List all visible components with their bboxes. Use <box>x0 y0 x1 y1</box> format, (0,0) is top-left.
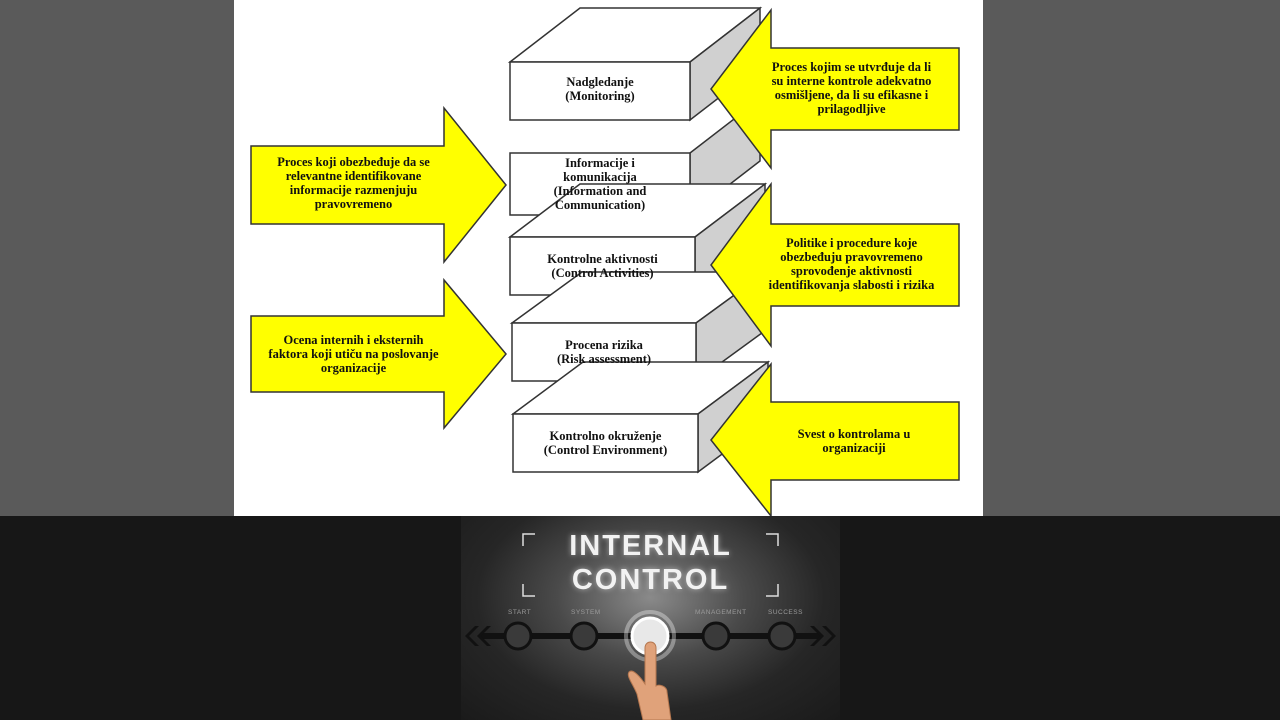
arrow-monitoring-desc <box>710 7 960 171</box>
layer-label-risk: Procena rizika (Risk assessment) <box>556 338 652 366</box>
arrow-label-risk: Ocena internih i eksternih faktora koji … <box>268 333 439 375</box>
arrow-label-activities: Politike i procedure koje obezbeđuju pra… <box>768 236 935 292</box>
step-label-success: SUCCESS <box>768 609 803 616</box>
step-label-management: MANAGEMENT <box>695 609 747 616</box>
title-line-1: INTERNAL <box>569 530 732 562</box>
arrow-info-desc <box>250 105 507 265</box>
arrow-label-monitoring: Proces kojim se utvrđuje da li su intern… <box>771 60 932 116</box>
layer-label-info: Informacije i komunikacija (Information … <box>553 156 647 212</box>
arrow-label-environment: Svest o kontrolama u organizaciji <box>797 427 911 455</box>
arrow-environment-desc <box>710 361 960 516</box>
title-line-2: CONTROL <box>571 564 730 596</box>
layer-label-monitoring: Nadgledanje (Monitoring) <box>565 75 635 103</box>
layer-box-monitoring <box>507 6 763 122</box>
diagram-panel: Nadgledanje (Monitoring) Informacije i k… <box>234 0 983 516</box>
arrow-label-info: Proces koji obezbeđuje da se relevantne … <box>277 155 430 211</box>
coso-diagram <box>250 6 960 516</box>
internal-control-image: INTERNAL CONTROL START SYSTEM MANAGEMENT… <box>461 516 840 720</box>
arrow-risk-desc <box>250 277 507 431</box>
step-label-start: START <box>508 609 532 616</box>
bottom-band: INTERNAL CONTROL START SYSTEM MANAGEMENT… <box>0 516 1280 720</box>
arrow-activities-desc <box>710 181 960 349</box>
layer-label-activities: Kontrolne aktivnosti (Control Activities… <box>547 252 658 280</box>
control-frame <box>465 533 836 720</box>
step-label-system: SYSTEM <box>571 609 601 616</box>
layer-label-environment: Kontrolno okruženje (Control Environment… <box>543 429 668 457</box>
